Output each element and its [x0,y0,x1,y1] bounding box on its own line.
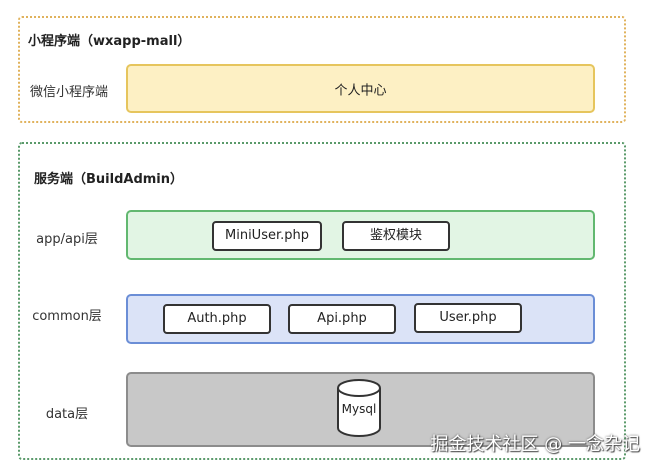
server-title: 服务端（BuildAdmin） [34,172,184,187]
personal-center-text: 个人中心 [334,83,387,98]
miniuser-module: MiniUser.php [212,221,322,251]
auth-php-module: Auth.php [163,304,271,334]
mysql-label: Mysql [341,402,377,416]
database-icon [337,379,381,437]
miniprogram-group [18,16,626,123]
miniprogram-title: 小程序端（wxapp-mall） [28,34,191,49]
server-group [18,142,626,460]
personal-center-layer: 个人中心 [126,64,595,113]
user-php-module: User.php [414,303,522,333]
common-layer-label: common层 [32,309,102,324]
api-layer-label: app/api层 [36,232,98,247]
auth-module: 鉴权模块 [342,221,450,251]
miniprogram-row-label: 微信小程序端 [29,85,108,100]
data-layer-label: data层 [45,407,89,422]
watermark: 掘金技术社区 @ 一念杂记 [430,434,640,455]
api-php-module: Api.php [288,304,396,334]
